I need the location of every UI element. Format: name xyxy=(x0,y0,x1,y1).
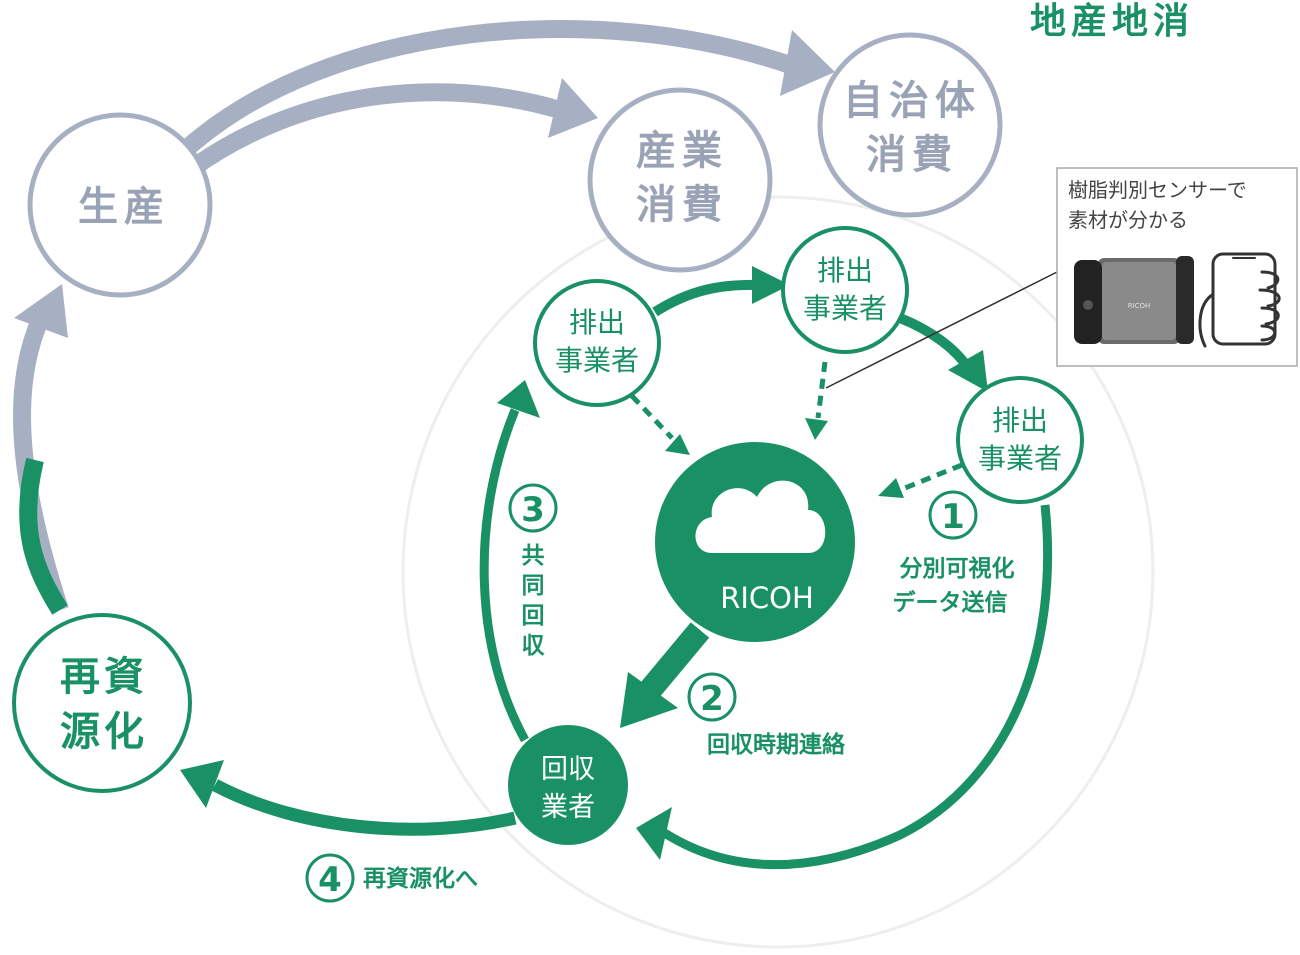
node-jichitai-label-2: 消費 xyxy=(866,132,958,178)
arrow-collector-to-saishigen xyxy=(211,779,517,836)
collection-arrows xyxy=(180,266,1053,870)
phone-in-hand-icon xyxy=(1198,252,1281,348)
collector-node: 回収 業者 xyxy=(508,725,628,845)
arrow-left-to-top xyxy=(652,279,761,317)
ricoh-label: RICOH xyxy=(720,581,814,615)
step3-char-4: 収 xyxy=(522,633,546,659)
collector-line2: 業者 xyxy=(541,792,595,823)
arrow-head-seisan xyxy=(14,284,68,338)
node-jichitai: 自治体 消費 xyxy=(817,32,1003,218)
callout-line1: 樹脂判別センサーで xyxy=(1068,178,1247,202)
arrow-collector-to-left xyxy=(479,408,529,743)
arrow-to-jichitai xyxy=(178,20,793,157)
arrow-head-right xyxy=(948,350,988,392)
step3-number: 3 xyxy=(521,490,545,530)
sensor-callout: 樹脂判別センサーで 素材が分かる RICOH xyxy=(1056,167,1298,367)
discharger-left-line2: 事業者 xyxy=(555,344,639,377)
step1-label-line2: データ送信 xyxy=(893,589,1008,616)
step-2: 2 回収時期連絡 xyxy=(687,672,846,758)
arrow-head-saishigen xyxy=(180,760,224,808)
discharger-node-right: 排出 事業者 xyxy=(956,376,1084,504)
step3-char-2: 同 xyxy=(522,573,545,599)
node-saishigen: 再資 源化 xyxy=(12,613,192,793)
dash-right-head xyxy=(878,478,904,498)
node-sangyo-label-1: 産業 xyxy=(636,128,728,174)
arrow-head-collector xyxy=(636,807,672,860)
step1-label-line1: 分別可視化 xyxy=(900,555,1015,582)
dash-left xyxy=(630,394,674,440)
arrow-head-sangyo xyxy=(548,78,598,138)
step3-char-3: 回 xyxy=(522,603,545,629)
cloud-icon xyxy=(695,480,826,553)
step-1: 1 分別可視化 データ送信 xyxy=(893,490,1015,616)
node-saishigen-label-1: 再資 xyxy=(60,654,148,700)
diagram-title: 地産地消 xyxy=(1030,1,1194,42)
step2-number: 2 xyxy=(700,679,724,719)
discharger-right-line1: 排出 xyxy=(992,404,1048,437)
discharger-right-line2: 事業者 xyxy=(978,442,1062,475)
arrow-head-jichitai xyxy=(780,30,835,96)
arrow-head-top xyxy=(752,266,790,304)
callout-line2: 素材が分かる xyxy=(1068,208,1188,232)
arrow-to-sangyo xyxy=(184,83,563,178)
discharger-left-line1: 排出 xyxy=(569,306,625,339)
callout-leader-line xyxy=(825,267,1066,389)
collector-line1: 回収 xyxy=(541,754,595,785)
data-arrows xyxy=(630,361,963,498)
discharger-top-line2: 事業者 xyxy=(803,292,887,325)
step4-number: 4 xyxy=(318,860,342,900)
step3-char-1: 共 xyxy=(522,543,545,569)
discharger-top-line1: 排出 xyxy=(817,254,873,287)
discharger-node-left: 排出 事業者 xyxy=(533,279,661,407)
ricoh-cloud-node: RICOH xyxy=(655,442,855,642)
step1-number: 1 xyxy=(941,497,965,537)
arrow-head-left xyxy=(497,380,540,418)
discharger-node-top: 排出 事業者 xyxy=(781,226,909,354)
step-3: 3 共 同 回 収 xyxy=(508,483,558,659)
node-seisan: 生産 xyxy=(27,112,213,298)
node-jichitai-label-1: 自治体 xyxy=(843,78,981,124)
step4-label: 再資源化へ xyxy=(363,865,478,892)
dash-left-head xyxy=(665,434,690,455)
node-sangyo-label-2: 消費 xyxy=(636,182,728,228)
dash-right xyxy=(904,462,963,491)
arrow-right-to-collector xyxy=(657,504,1053,870)
dash-top-head xyxy=(805,418,828,440)
sensor-device-icon: RICOH xyxy=(1074,256,1194,344)
dash-top xyxy=(815,361,828,419)
production-arrows xyxy=(13,20,835,615)
node-sangyo: 産業 消費 xyxy=(587,87,773,273)
node-saishigen-label-2: 源化 xyxy=(60,709,148,755)
step-4: 4 再資源化へ xyxy=(305,853,478,903)
arrow-ricoh-to-collector xyxy=(620,622,710,728)
device-brand: RICOH xyxy=(1128,302,1151,310)
arrow-to-seisan-green-part xyxy=(19,457,68,615)
node-seisan-label: 生産 xyxy=(78,184,170,230)
step2-label: 回収時期連絡 xyxy=(707,731,846,758)
